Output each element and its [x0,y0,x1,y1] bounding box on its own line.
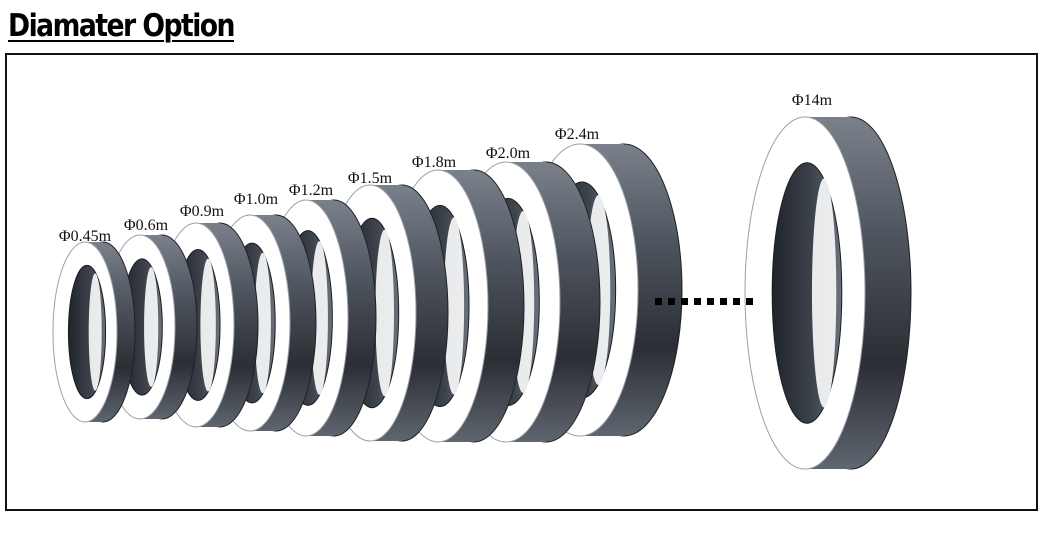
dot [655,298,662,305]
dot [707,298,714,305]
ring-hole-far-edge [443,217,465,395]
continuation-dots [655,298,753,305]
dot [746,298,753,305]
dot [733,298,740,305]
ring-hole-far-edge [254,252,271,394]
dot [668,298,675,305]
ring-label: Φ0.45m [59,228,112,245]
dot [681,298,688,305]
ring-label: Φ1.0m [234,191,279,208]
ring-hole-far-edge [144,267,159,387]
ring-label: Φ0.9m [180,203,225,220]
ring-hole-far-edge [310,241,328,395]
diagram-frame [5,53,1038,511]
ring-hole-far-edge [375,229,395,397]
ring-label: Φ1.8m [412,154,457,171]
ring-0: Φ0.45m [52,228,136,423]
ring-label: Φ1.2m [289,182,334,199]
ring-hole-far-edge [88,273,102,391]
ring-label: Φ14m [792,92,833,109]
ring-label: Φ1.5m [348,170,393,187]
ring-label: Φ2.0m [486,145,531,162]
ring-hole-far-edge [200,258,216,392]
dot [694,298,701,305]
ring-label: Φ2.4m [555,126,600,143]
ring-label: Φ0.6m [124,217,169,234]
ring-9: Φ14m [744,92,912,470]
page-title: Diamater Option [8,8,236,44]
dot [720,298,727,305]
ring-hole-far-edge [811,178,837,408]
